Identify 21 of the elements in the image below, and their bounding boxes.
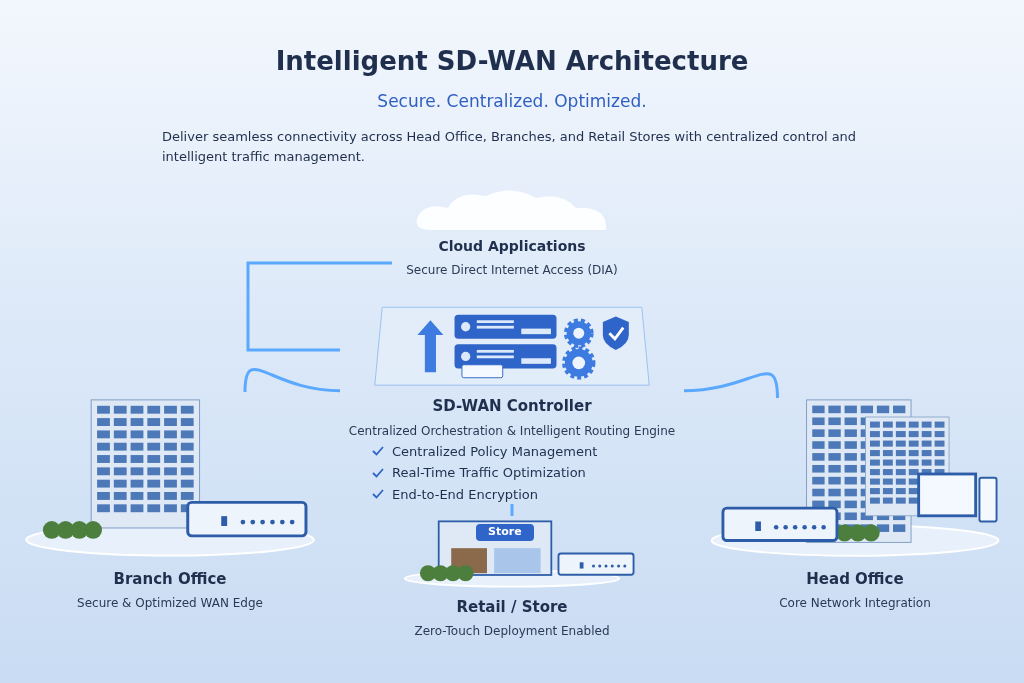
feature-item: Centralized Policy Management	[392, 442, 598, 461]
node-subtitle: Core Network Integration	[779, 595, 931, 612]
node-title: Branch Office	[113, 568, 227, 590]
network-link	[246, 261, 392, 352]
title: Intelligent SD-WAN Architecture	[275, 45, 749, 78]
feature-item: Real-Time Traffic Optimization	[392, 464, 586, 482]
node-subtitle: Zero-Touch Deployment Enabled	[414, 623, 610, 640]
node-title: SD-WAN Controller	[432, 396, 592, 417]
subtitle: Secure. Centralized. Optimized.	[377, 90, 647, 113]
network-link	[683, 372, 779, 399]
description: Deliver seamless connectivity across Head Office, Branches, and Retail Stores with centralized control and intelligent traffic management.	[162, 127, 858, 167]
feature-item: End-to-End Encryption	[392, 485, 538, 504]
network-link	[510, 504, 514, 516]
store-sign: Store	[476, 524, 534, 541]
node-title: Head Office	[806, 568, 904, 590]
node-subtitle: Secure Direct Internet Access (DIA)	[406, 262, 618, 279]
node-title: Cloud Applications	[438, 237, 586, 256]
node-subtitle: Centralized Orchestration & Intelligent Routing Engine	[348, 422, 676, 440]
node-title: Retail / Store	[456, 596, 568, 618]
network-link	[243, 367, 341, 393]
node-subtitle: Secure & Optimized WAN Edge	[77, 595, 263, 612]
